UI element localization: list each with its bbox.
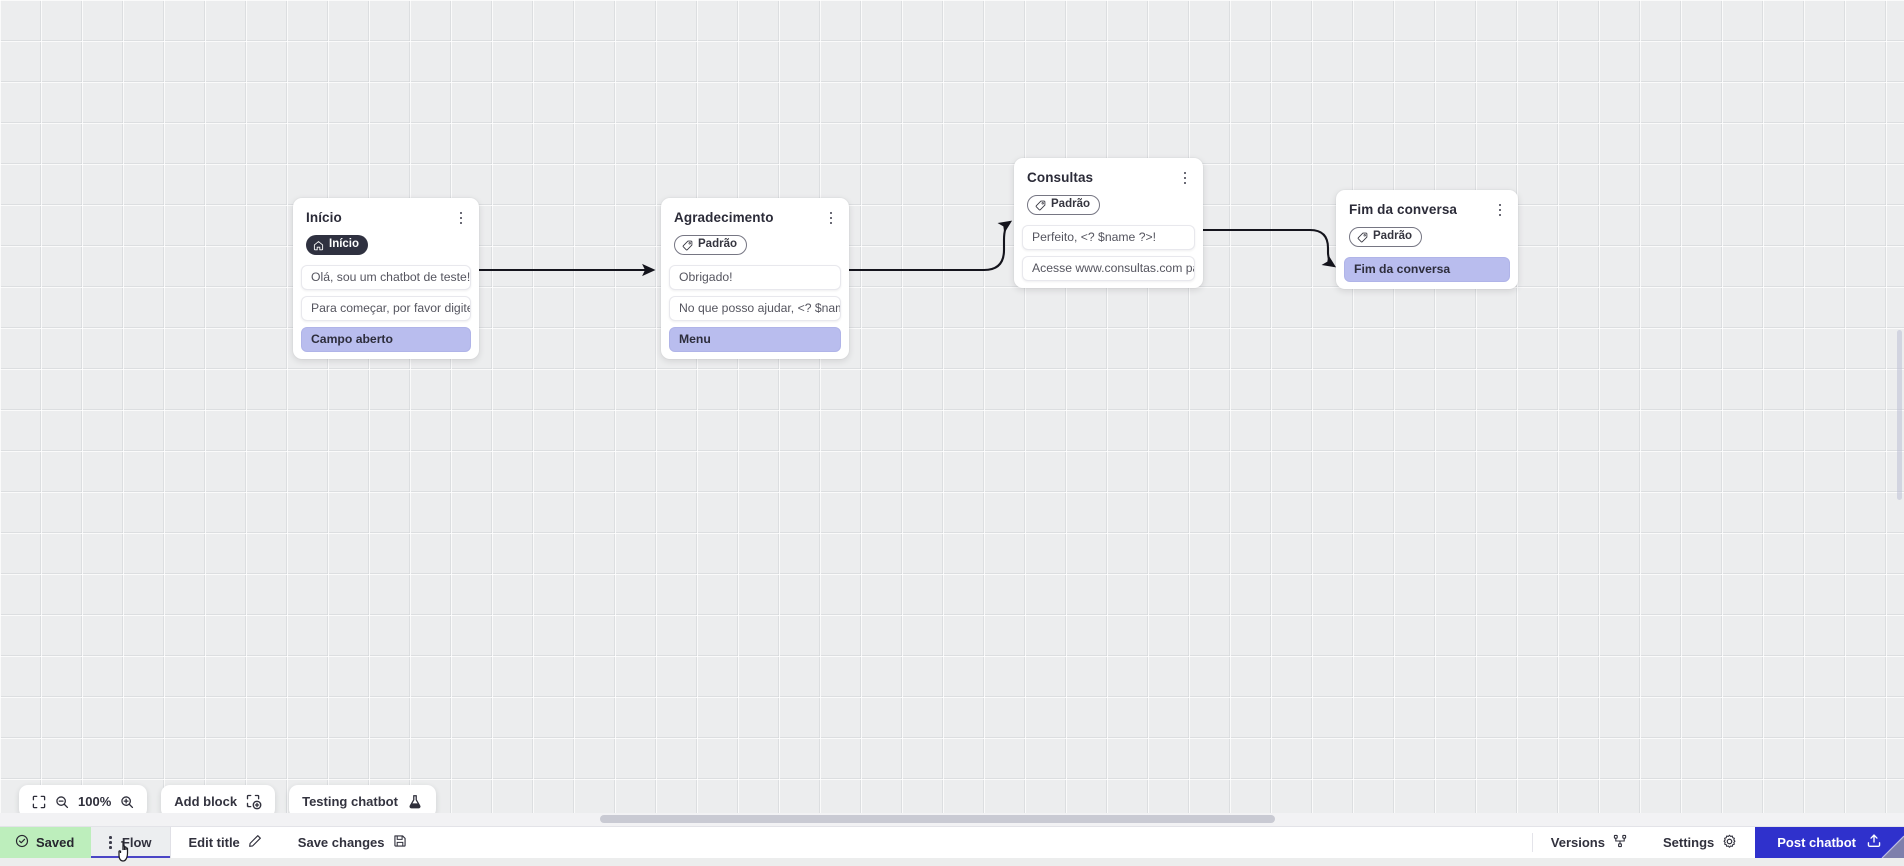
node-row-message[interactable]: Olá, sou um chatbot de teste! [301,265,471,290]
node-badge-start: Início [306,235,368,255]
node-header: Fim da conversa Padrão [1336,190,1518,248]
status-label: Saved [36,835,74,850]
check-circle-icon [15,834,29,851]
edit-title-button[interactable]: Edit title [171,827,280,858]
node-row-action[interactable]: Menu [669,327,841,352]
flow-node-consultas[interactable]: Consultas Padrão Perfeito, <? $name ?>! … [1014,158,1203,288]
node-badge-label: Padrão [1373,231,1412,243]
kebab-menu-icon[interactable] [823,209,839,227]
flow-node-agradecimento[interactable]: Agradecimento Padrão Obrigado! No que po… [661,198,849,359]
node-badge-label: Padrão [698,239,737,251]
node-title: Fim da conversa [1349,202,1505,218]
gear-icon [1722,834,1737,852]
node-title: Agradecimento [674,210,836,226]
floppy-disk-icon [393,834,407,851]
kebab-menu-icon[interactable] [1492,201,1508,219]
pencil-icon [248,834,262,851]
branch-icon [1613,834,1627,851]
tag-icon [1357,232,1368,243]
zoom-in-icon[interactable] [120,795,134,809]
node-row-message[interactable]: Obrigado! [669,265,841,290]
add-block-label: Add block [174,794,237,809]
node-row-message[interactable]: Acesse www.consultas.com par... [1022,256,1195,281]
zoom-level-label: 100% [78,794,111,809]
node-rows: Fim da conversa [1336,257,1518,282]
node-row-action[interactable]: Campo aberto [301,327,471,352]
node-title: Início [306,210,466,226]
flow-node-fim-da-conversa[interactable]: Fim da conversa Padrão Fim da conversa [1336,190,1518,289]
vertical-scrollbar-thumb[interactable] [1897,330,1902,500]
settings-label: Settings [1663,835,1714,850]
node-badge-default: Padrão [1349,227,1422,247]
tab-flow-label: Flow [122,835,152,850]
edge-layer [0,0,1904,830]
status-badge-saved: Saved [0,827,91,858]
bottom-bar-spacer [425,827,1532,858]
tag-icon [682,240,693,251]
flow-canvas[interactable]: Início Início Olá, sou um chatbot de tes… [0,0,1904,830]
flask-icon [407,794,423,810]
tab-flow[interactable]: Flow [91,827,170,858]
node-badge-label: Padrão [1051,199,1090,211]
home-icon [313,240,324,251]
save-changes-button[interactable]: Save changes [280,827,425,858]
node-title: Consultas [1027,170,1190,186]
kebab-menu-icon[interactable] [453,209,469,227]
kebab-menu-icon[interactable] [1177,169,1193,187]
node-row-action[interactable]: Fim da conversa [1344,257,1510,282]
kebab-menu-icon[interactable] [109,836,112,849]
horizontal-scrollbar-thumb[interactable] [600,815,1275,823]
post-chatbot-button[interactable]: Post chatbot [1755,827,1904,858]
add-block-icon [246,794,262,810]
node-header: Agradecimento Padrão [661,198,849,256]
node-badge-label: Início [329,239,359,251]
versions-button[interactable]: Versions [1533,827,1645,858]
vertical-scrollbar[interactable] [1894,0,1904,830]
edge-consultas-fim [1203,230,1334,266]
edit-title-label: Edit title [189,835,240,850]
post-chatbot-label: Post chatbot [1777,835,1856,850]
node-rows: Olá, sou um chatbot de teste! Para começ… [293,265,479,352]
edge-agradecimento-consultas [849,222,1010,270]
save-changes-label: Save changes [298,835,385,850]
node-row-message[interactable]: Perfeito, <? $name ?>! [1022,225,1195,250]
node-rows: Obrigado! No que posso ajudar, <? $name … [661,265,849,352]
horizontal-scrollbar[interactable] [0,813,1904,826]
node-rows: Perfeito, <? $name ?>! Acesse www.consul… [1014,225,1203,281]
testing-chatbot-label: Testing chatbot [302,794,398,809]
fit-screen-icon[interactable] [32,795,46,809]
node-row-message[interactable]: No que posso ajudar, <? $name ... [669,296,841,321]
versions-label: Versions [1551,835,1605,850]
zoom-out-icon[interactable] [55,795,69,809]
node-row-message[interactable]: Para começar, por favor digite o ... [301,296,471,321]
node-header: Consultas Padrão [1014,158,1203,216]
node-badge-default: Padrão [674,235,747,255]
flow-node-inicio[interactable]: Início Início Olá, sou um chatbot de tes… [293,198,479,359]
tag-icon [1035,200,1046,211]
upload-icon [1866,833,1882,852]
node-badge-default: Padrão [1027,195,1100,215]
bottom-bar: Saved Flow Edit title Save changes Versi… [0,826,1904,858]
node-header: Início Início [293,198,479,256]
settings-button[interactable]: Settings [1645,827,1755,858]
